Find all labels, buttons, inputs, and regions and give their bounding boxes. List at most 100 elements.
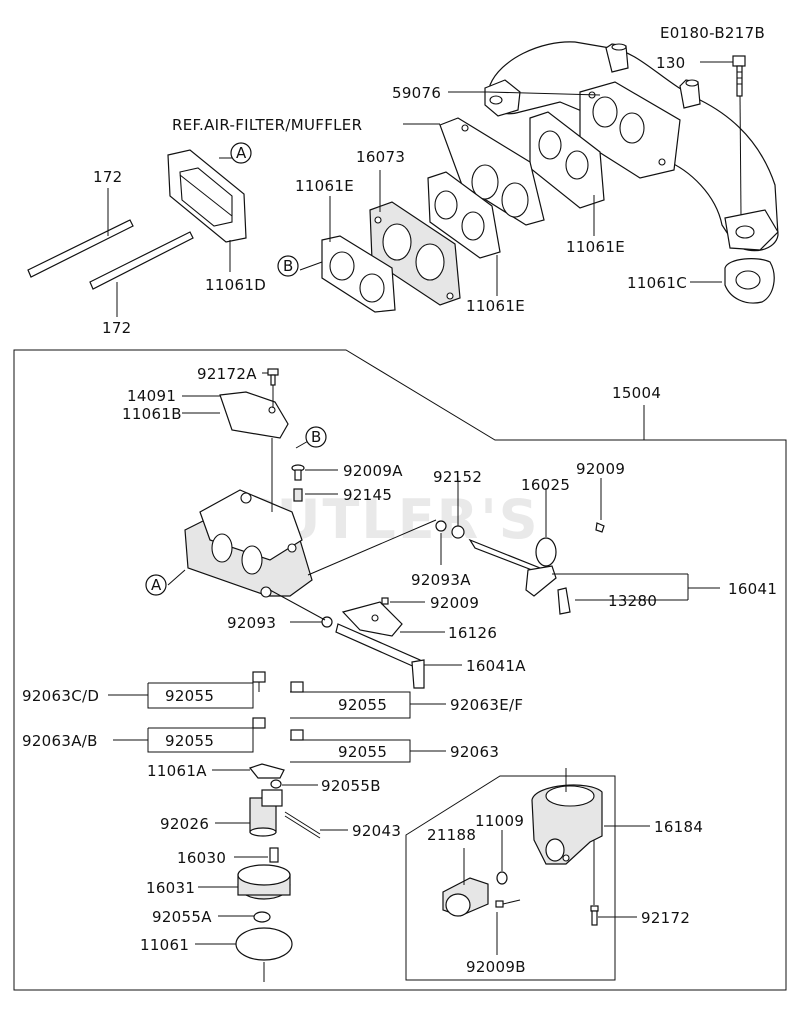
jet-92063EF [290, 681, 304, 693]
screw-92009-throttle [381, 597, 389, 605]
label-172-top: 172 [93, 168, 123, 186]
label-92172: 92172 [641, 909, 690, 927]
label-13280: 13280 [608, 592, 657, 610]
label-59076: 59076 [392, 84, 441, 102]
label-16025: 16025 [521, 476, 570, 494]
label-15004: 15004 [612, 384, 661, 402]
gasket-11061D [167, 149, 247, 243]
label-130: 130 [656, 54, 686, 72]
label-16041: 16041 [728, 580, 777, 598]
label-92145: 92145 [343, 486, 392, 504]
spring-92145 [293, 488, 303, 502]
label-11061C: 11061C [627, 274, 687, 292]
label-92009-throttle: 92009 [430, 594, 479, 612]
label-11061E-left: 11061E [295, 177, 354, 195]
seal-92093A [435, 520, 447, 532]
marker-b-mid: B [311, 428, 322, 446]
label-16030: 16030 [177, 849, 226, 867]
jet-16030 [269, 847, 279, 863]
screw-92172A [267, 368, 279, 408]
label-16041A: 16041A [466, 657, 526, 675]
gasket-lower-11061E [321, 235, 396, 313]
choke-shaft-16041 [468, 538, 557, 597]
label-16031: 16031 [146, 879, 195, 897]
label-92009A: 92009A [343, 462, 403, 480]
label-92063EF: 92063E/F [450, 696, 523, 714]
float-16031 [237, 864, 291, 900]
label-16126: 16126 [448, 624, 497, 642]
screw-92043 [284, 811, 321, 839]
label-92055B: 92055B [321, 777, 381, 795]
label-92172A: 92172A [197, 365, 257, 383]
label-92063AB: 92063A/B [22, 732, 98, 750]
label-92063CD: 92063C/D [22, 687, 99, 705]
gasket-11061A [248, 763, 285, 779]
label-172-bottom: 172 [102, 319, 132, 337]
washer-11009 [496, 871, 508, 885]
jet-92063 [290, 729, 304, 741]
label-11061E-right: 11061E [566, 238, 625, 256]
screw-92172 [590, 905, 599, 926]
fuel-bowl-16184 [531, 784, 603, 865]
marker-a-left: A [151, 576, 162, 594]
label-11061D: 11061D [205, 276, 266, 294]
label-92093: 92093 [227, 614, 276, 632]
label-16073: 16073 [356, 148, 405, 166]
label-92093A: 92093A [411, 571, 471, 589]
marker-a-top: A [236, 144, 247, 162]
label-11061A: 11061A [147, 762, 207, 780]
label-11061B: 11061B [122, 405, 182, 423]
oring-92055A [253, 911, 271, 923]
stud-172-lower [89, 231, 194, 290]
label-92063: 92063 [450, 743, 499, 761]
label-92009-choke: 92009 [576, 460, 625, 478]
diagram-code: E0180-B217B [660, 24, 765, 42]
label-92055-4: 92055 [338, 743, 387, 761]
oring-11061 [235, 927, 293, 961]
solenoid-valve-92026 [249, 789, 283, 837]
bolt-130 [732, 55, 746, 216]
label-11009: 11009 [475, 812, 524, 830]
label-21188: 21188 [427, 826, 476, 844]
label-92152: 92152 [433, 468, 482, 486]
label-92055-2: 92055 [338, 696, 387, 714]
link-13280 [557, 587, 571, 615]
screw-92009A [291, 464, 305, 481]
reference-markers: A B B A [145, 142, 327, 596]
ref-note: REF.AIR-FILTER/MUFFLER [172, 116, 362, 134]
label-92043: 92043 [352, 822, 401, 840]
label-11061E-bottom: 11061E [466, 297, 525, 315]
ref-bracket [439, 117, 545, 226]
label-92055-3: 92055 [165, 732, 214, 750]
carburetor-assembly-frame [13, 349, 787, 991]
oring-92055B [270, 779, 282, 789]
label-16184: 16184 [654, 818, 703, 836]
gasket-upper-11061E [529, 111, 605, 209]
bracket-14091 [219, 391, 289, 439]
seal-92152 [451, 525, 465, 539]
throttle-shaft-16041A [335, 623, 425, 689]
gasket-mid-11061E [427, 171, 501, 259]
leader-lines [107, 61, 733, 955]
stud-172-upper [27, 219, 134, 278]
throttle-plate-16126 [341, 601, 403, 637]
label-92026: 92026 [160, 815, 209, 833]
label-92055A: 92055A [152, 908, 212, 926]
gasket-11061C [724, 258, 775, 304]
jet-92063AB [252, 717, 266, 729]
carburetor-body-15004 [184, 489, 313, 598]
sub-assembly-frame [405, 775, 616, 981]
jet-92063CD [252, 671, 266, 692]
label-11061: 11061 [140, 936, 189, 954]
label-92055-1: 92055 [165, 687, 214, 705]
label-14091: 14091 [127, 387, 176, 405]
callout-labels: 130 59076 REF.AIR-FILTER/MUFFLER 172 172… [22, 54, 777, 976]
seal-92093 [321, 616, 333, 628]
marker-b-left: B [283, 257, 294, 275]
spacer-16073 [369, 201, 461, 306]
label-92009B: 92009B [466, 958, 526, 976]
screw-92009B [495, 899, 521, 908]
solenoid-21188 [442, 877, 489, 917]
choke-plate-16025 [535, 537, 557, 567]
